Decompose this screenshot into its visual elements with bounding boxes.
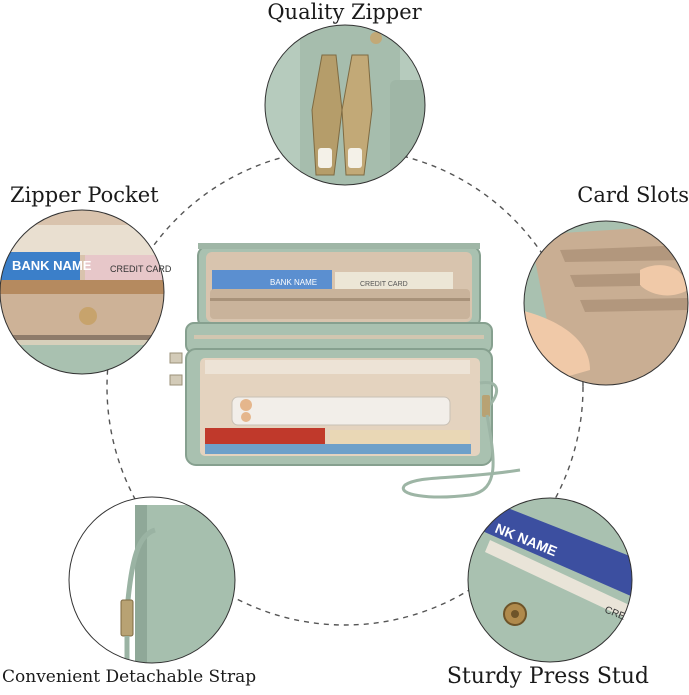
card-text-credit-top: CREDIT CARD (360, 281, 408, 288)
detachable-strap-label: Convenient Detachable Strap (2, 667, 257, 687)
wallet-main (169, 243, 521, 499)
card-text-bank-pocket: BANK NAME (12, 258, 92, 273)
quality-zipper-closeup (265, 25, 425, 185)
card-slots-label: Card Slots (577, 183, 689, 207)
press-stud-label: Sturdy Press Stud (446, 664, 649, 689)
card-slots-closeup (524, 221, 688, 385)
quality-zipper-label: Quality Zipper (267, 0, 422, 24)
card-text-credit-pocket: CREDIT CARD (110, 264, 172, 274)
card-text-bank-top: BANK NAME (270, 278, 317, 287)
zipper-pocket-label: Zipper Pocket (10, 183, 159, 207)
press-stud-closeup (468, 498, 632, 662)
strap-closeup (69, 497, 235, 663)
zipper-pocket-closeup (0, 210, 164, 374)
